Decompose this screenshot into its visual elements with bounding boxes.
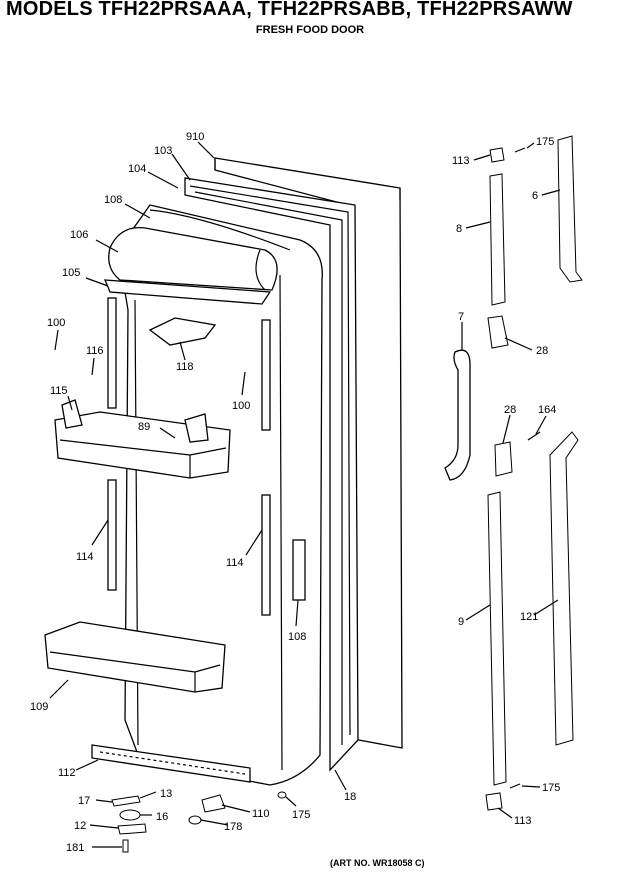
label-7: 7 bbox=[458, 311, 464, 323]
part-9-strip bbox=[487, 491, 507, 786]
screw-175-bottom bbox=[509, 783, 521, 789]
label-16: 16 bbox=[156, 811, 168, 823]
label-108-lower: 108 bbox=[288, 631, 306, 643]
label-100-right: 100 bbox=[232, 400, 250, 412]
part-28-lower bbox=[494, 441, 513, 477]
leader-lines bbox=[49, 141, 561, 848]
label-110: 110 bbox=[252, 808, 270, 820]
label-8: 8 bbox=[456, 223, 462, 235]
part-118 bbox=[148, 317, 217, 346]
label-103: 103 bbox=[154, 145, 172, 157]
part-178 bbox=[188, 815, 202, 825]
door-shelf-115 bbox=[54, 399, 231, 479]
label-106: 106 bbox=[70, 229, 88, 241]
label-108-upper: 108 bbox=[104, 194, 122, 206]
bottom-trim-112 bbox=[91, 744, 251, 783]
label-175-bottom-right: 175 bbox=[542, 782, 560, 794]
label-115: 115 bbox=[50, 385, 68, 397]
label-100-left: 100 bbox=[47, 317, 65, 329]
label-164: 164 bbox=[538, 404, 556, 416]
part-110 bbox=[201, 794, 226, 813]
label-113-top: 113 bbox=[452, 155, 470, 167]
label-175-top: 175 bbox=[536, 136, 554, 148]
label-89: 89 bbox=[138, 421, 150, 433]
dairy-compartment bbox=[103, 227, 278, 305]
label-9: 9 bbox=[458, 616, 464, 628]
screw-175-top bbox=[514, 147, 526, 153]
part-13 bbox=[111, 795, 141, 807]
part-16 bbox=[119, 809, 141, 821]
part-8-strip bbox=[489, 173, 506, 306]
label-175-bottom-center: 175 bbox=[292, 809, 310, 821]
part-12-shim bbox=[117, 823, 147, 835]
label-118: 118 bbox=[176, 361, 194, 373]
door-gasket bbox=[184, 177, 359, 772]
screw-164 bbox=[527, 431, 541, 441]
label-116: 116 bbox=[86, 345, 104, 357]
label-104: 104 bbox=[128, 163, 146, 175]
label-12: 12 bbox=[74, 820, 86, 832]
label-28-lower: 28 bbox=[504, 404, 516, 416]
part-28-upper bbox=[487, 315, 509, 349]
art-number: (ART NO. WR18058 C) bbox=[330, 858, 425, 868]
models-title: MODELS TFH22PRSAAA, TFH22PRSABB, TFH22PR… bbox=[6, 0, 573, 20]
rail-lower-right bbox=[261, 494, 271, 616]
label-114-right: 114 bbox=[226, 557, 244, 569]
part-175-screw bbox=[277, 791, 287, 799]
part-113-bottom bbox=[485, 792, 503, 811]
part-6-handle-trim bbox=[557, 135, 583, 283]
part-labels: 910 103 104 108 106 105 100 116 118 100 … bbox=[30, 131, 560, 854]
label-181: 181 bbox=[66, 842, 84, 854]
label-28-upper: 28 bbox=[536, 345, 548, 357]
part-108-lower bbox=[292, 539, 306, 601]
label-178: 178 bbox=[224, 821, 242, 833]
label-109: 109 bbox=[30, 701, 48, 713]
label-13: 13 bbox=[160, 788, 172, 800]
section-subtitle: FRESH FOOD DOOR bbox=[255, 24, 365, 36]
part-7-handle bbox=[444, 349, 471, 481]
label-112: 112 bbox=[58, 767, 76, 779]
part-181-screw bbox=[122, 839, 129, 853]
label-121: 121 bbox=[520, 611, 538, 623]
door-shelf-109 bbox=[44, 621, 226, 693]
label-6: 6 bbox=[532, 190, 538, 202]
rail-upper-right bbox=[261, 319, 271, 431]
rail-lower-left bbox=[107, 479, 117, 591]
label-910: 910 bbox=[186, 131, 204, 143]
label-105: 105 bbox=[62, 267, 80, 279]
label-17: 17 bbox=[78, 795, 90, 807]
rail-upper-left bbox=[107, 297, 117, 409]
part-113-top bbox=[489, 147, 505, 163]
label-114-left: 114 bbox=[76, 551, 94, 563]
part-121-trim bbox=[549, 431, 579, 746]
label-113-bottom: 113 bbox=[514, 815, 532, 827]
label-18: 18 bbox=[344, 791, 356, 803]
